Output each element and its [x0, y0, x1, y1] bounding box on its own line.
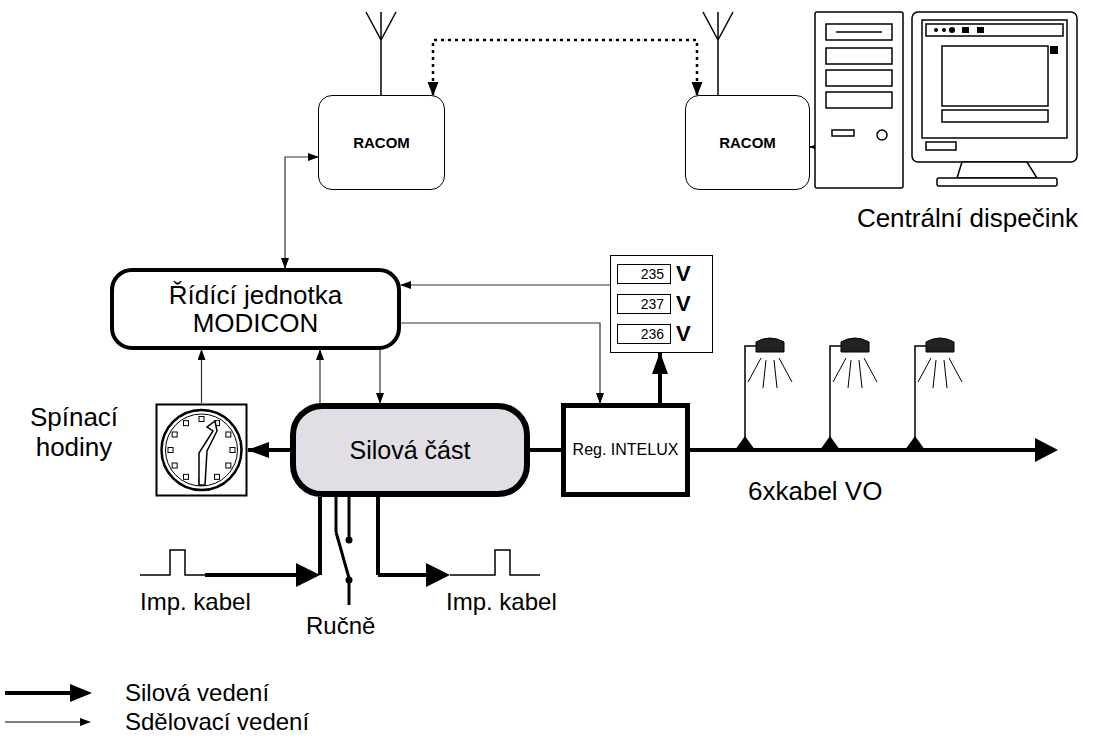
voltage-value: 236 — [617, 324, 671, 344]
signal-line — [401, 284, 610, 285]
signal-line — [433, 40, 697, 95]
voltage-row: 235V — [617, 263, 706, 285]
voltage-unit: V — [676, 293, 691, 315]
antenna — [703, 12, 733, 95]
street-lamps — [735, 338, 962, 450]
time-switch: Spínací hodiny — [155, 403, 248, 497]
voltage-unit: V — [676, 263, 691, 285]
signal-line — [201, 350, 202, 403]
node-text: RACOM — [719, 134, 776, 151]
cable-label: Imp. kabel — [446, 588, 557, 616]
signal-line — [285, 157, 318, 268]
node-heading: Spínací hodiny — [5, 403, 143, 463]
power-line — [658, 353, 662, 403]
cable-label: Ručně — [306, 612, 375, 640]
voltage-row: 237V — [617, 293, 706, 315]
cable-label: 6xkabel VO — [748, 476, 882, 507]
legend-text: Sdělovací vedení — [125, 708, 309, 736]
node-text: RACOM — [353, 134, 410, 151]
voltage-value: 237 — [617, 294, 671, 314]
impulse-input — [140, 497, 320, 587]
impulse-output — [378, 497, 540, 587]
signal-line — [379, 350, 380, 403]
dispatch-computer: Centrální dispečink — [812, 10, 1080, 190]
node-text: Silová část — [350, 436, 471, 465]
legend-text: Silová vedení — [125, 679, 269, 707]
node-text: Reg. INTELUX — [573, 441, 679, 459]
radio-modem: RACOM — [318, 95, 445, 190]
power-line — [530, 448, 561, 452]
node-heading: Centrální dispečink — [857, 204, 1078, 234]
signal-line — [401, 323, 600, 403]
power-line — [248, 448, 290, 452]
voltage-row: 236V — [617, 323, 706, 345]
legend-samples — [5, 684, 92, 726]
cable-label: Imp. kabel — [140, 588, 251, 616]
signal-line — [810, 146, 812, 147]
control-unit: Řídící jednotka MODICON — [110, 268, 401, 350]
power-section: Silová část — [290, 403, 530, 497]
manual-switch — [336, 497, 353, 605]
antenna — [366, 12, 396, 95]
voltage-value: 235 — [617, 264, 671, 284]
signal-line — [319, 350, 320, 403]
voltmeter-panel: 235V237V236V — [610, 255, 713, 353]
voltage-unit: V — [676, 323, 691, 345]
clock-symbol — [155, 403, 248, 497]
regulator-box: Reg. INTELUX — [561, 403, 690, 497]
computer-symbol — [812, 10, 1080, 190]
node-text: Řídící jednotka MODICON — [114, 281, 397, 337]
radio-modem: RACOM — [685, 95, 810, 190]
